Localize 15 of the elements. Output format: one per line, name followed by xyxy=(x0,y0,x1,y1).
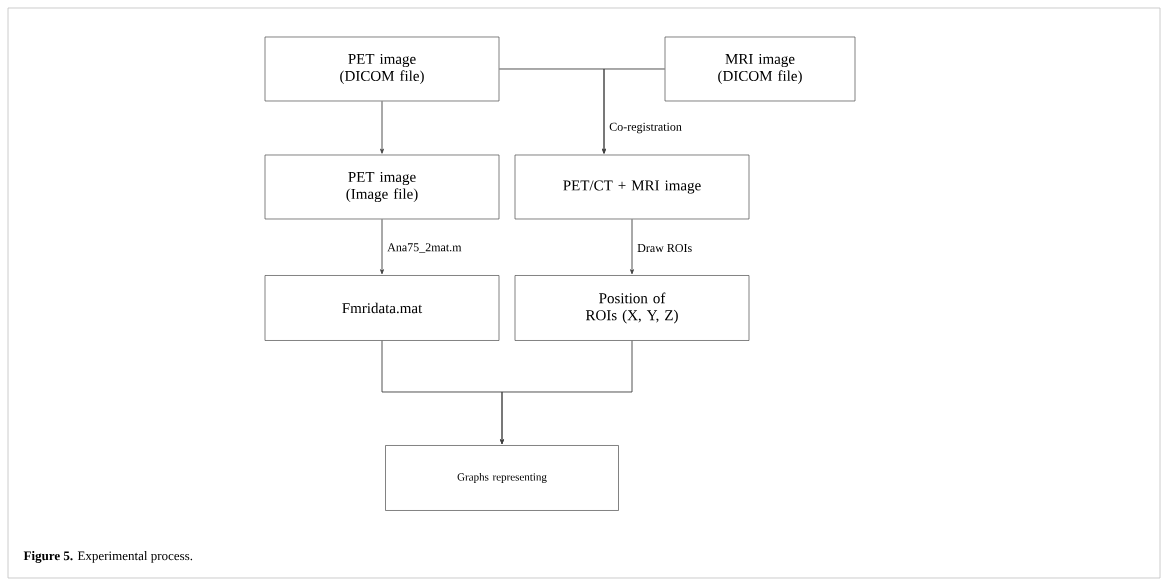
arrow xyxy=(602,68,666,154)
figure-caption: Figure 5. Experimental process. xyxy=(23,551,193,563)
process-box: PET image (DICOM file) xyxy=(264,36,500,102)
arrow xyxy=(380,100,384,154)
arrow xyxy=(630,218,634,275)
process-box: PET image (Image file) xyxy=(264,154,500,220)
edge-label: Draw ROIs xyxy=(636,242,694,254)
process-box: Fmridata.mat xyxy=(264,275,500,341)
edge-label: Ana75_2mat.m xyxy=(386,242,463,254)
process-box: Graphs representing xyxy=(385,445,619,511)
process-box: MRI image (DICOM file) xyxy=(664,36,856,102)
arrow xyxy=(500,340,633,445)
arrow xyxy=(380,218,384,275)
process-box: Position of ROIs (X, Y, Z) xyxy=(514,275,750,341)
process-box: PET/CT + MRI image xyxy=(514,154,750,220)
